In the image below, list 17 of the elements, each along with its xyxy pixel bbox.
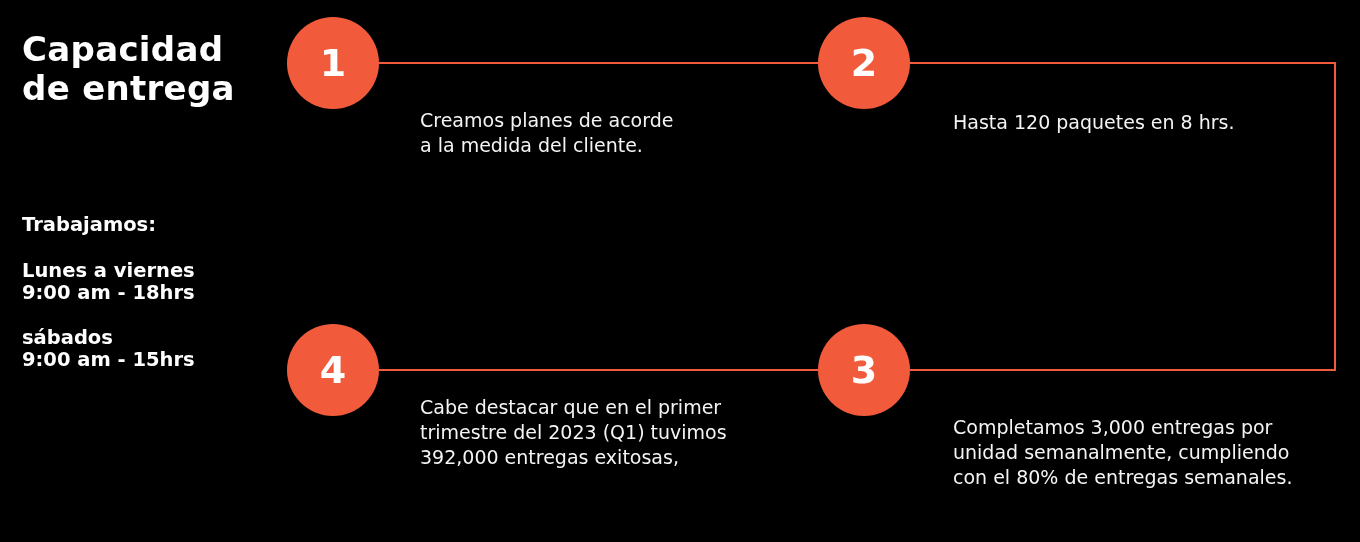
step-description: Completamos 3,000 entregas por unidad semanalmente, cumpliendo con el 80% de entregas semanales. (953, 415, 1294, 490)
step-number: 1 (319, 44, 347, 82)
step-description: Creamos planes de acorde a la medida del cliente. (420, 108, 675, 158)
schedule-heading: Trabajamos: (22, 214, 157, 236)
heading: Capacidad de entrega (22, 30, 236, 108)
connector-line (378, 62, 819, 64)
step-number: 3 (850, 351, 878, 389)
step-description: Cabe destacar que en el primer trimestre del 2023 (Q1) tuvimos 392,000 entregas exitosas, (420, 395, 728, 470)
schedule-hours: 9:00 am - 15hrs (22, 349, 196, 371)
step-number: 2 (850, 44, 878, 82)
schedule-hours: 9:00 am - 18hrs (22, 282, 196, 304)
connector-line (909, 62, 1336, 371)
connector-line (378, 369, 819, 371)
schedule-day: Lunes a viernes (22, 260, 252, 282)
step-number: 4 (319, 351, 347, 389)
schedule-day: sábados (22, 327, 252, 349)
step-description: Hasta 120 paquetes en 8 hrs. (953, 110, 1236, 135)
